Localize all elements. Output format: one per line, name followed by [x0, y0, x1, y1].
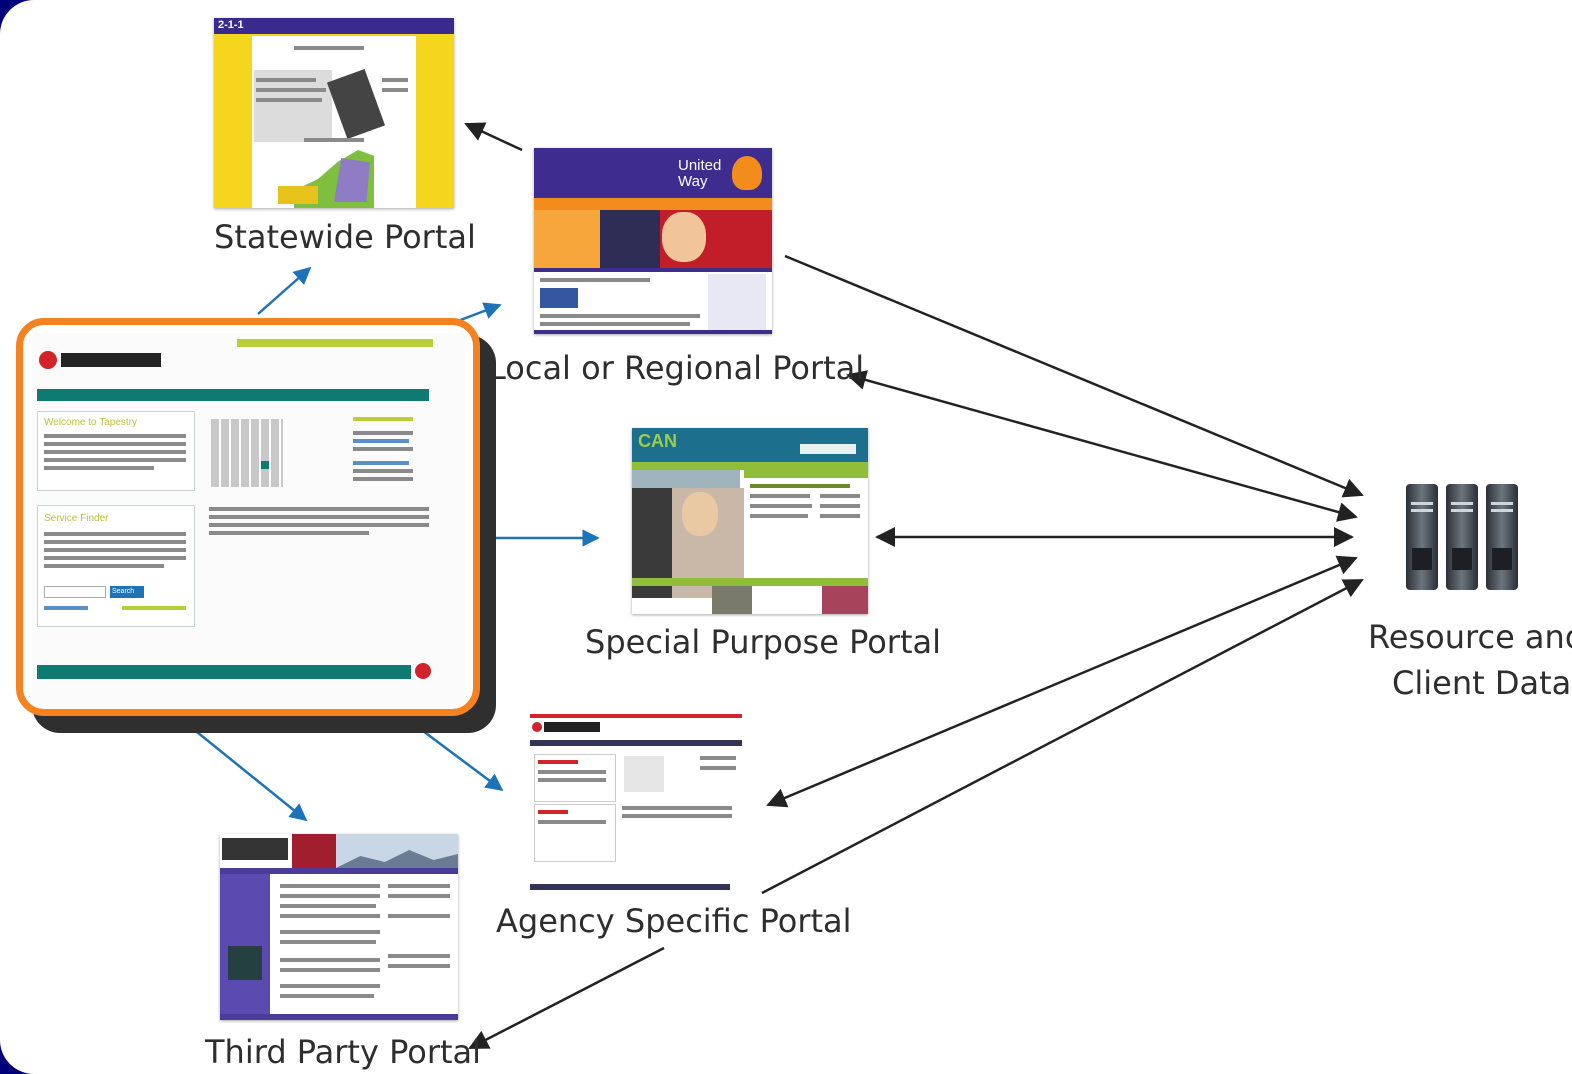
third-party-portal-label: Third Party Portal: [205, 1033, 482, 1071]
third-party-portal-screenshot: [220, 834, 458, 1020]
local-portal-screenshot: United Way: [534, 148, 772, 334]
special-portal-label: Special Purpose Portal: [585, 623, 941, 661]
hub-service-finder-heading: Service Finder: [44, 513, 109, 524]
statewide-portal-label: Statewide Portal: [214, 218, 476, 256]
arrow-agency-to-third: [468, 946, 665, 1050]
hub-search-button[interactable]: Search: [110, 586, 144, 598]
tapestry-hub-portal[interactable]: Welcome to Tapestry Service Finder: [16, 318, 480, 716]
hub-footer-bar: [37, 665, 411, 679]
local-portal-label: Local or Regional Portal: [488, 349, 865, 387]
server-icon: [1402, 482, 1522, 592]
arrow-hub-to-statewide: [257, 266, 312, 315]
agency-portal-label: Agency Specific Portal: [496, 902, 852, 940]
hub-calendar[interactable]: [211, 419, 283, 487]
arrow-data-to-agency: [766, 555, 1358, 808]
statewide-portal-screenshot: 2-1-1: [214, 18, 454, 208]
arrow-hub-to-agency: [414, 723, 504, 792]
hub-nav-bar: [37, 389, 429, 401]
united-way-logo-text: United Way: [678, 157, 722, 190]
hub-search-input[interactable]: [44, 586, 106, 598]
data-label-line1: Resource and: [1368, 618, 1572, 656]
statewide-logo: 2-1-1: [218, 19, 244, 31]
arrow-hub-to-third: [191, 727, 308, 822]
data-label-line2: Client Data: [1392, 664, 1572, 702]
arrow-local-to-statewide: [464, 122, 523, 152]
special-portal-screenshot: CAN: [632, 428, 868, 614]
arrow-local-to-data: [784, 254, 1364, 498]
agency-portal-screenshot: [530, 714, 742, 892]
tapestry-logo-icon: [39, 351, 57, 369]
arrow-agency-to-data: [761, 578, 1364, 895]
can-logo: CAN: [638, 431, 677, 451]
arrow-data-to-local: [846, 370, 1358, 522]
hub-welcome-heading: Welcome to Tapestry: [44, 417, 138, 428]
